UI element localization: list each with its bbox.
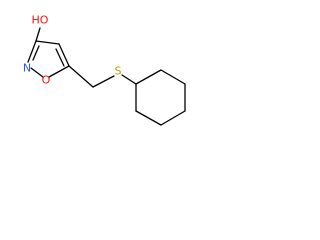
atom-ring-nitrogen: N (23, 62, 31, 75)
isoxazole-ring (27, 27, 70, 78)
hydroxyl-label: HO (32, 14, 49, 27)
bond-ch2-s (92, 75, 115, 88)
ring-nitrogen-label: N (23, 62, 31, 75)
bond-c5-ch2 (68, 65, 94, 88)
atom-hydroxyl: HO (32, 14, 49, 27)
bond-cy-1-2 (135, 69, 162, 85)
bond-c3-oh (35, 27, 41, 42)
bond-cy-2-3 (160, 69, 186, 85)
bond-c4-c5-inner (55, 48, 65, 67)
bond-cy-5-6 (135, 110, 162, 126)
molecule-structure: HO N O S (23, 14, 186, 126)
bond-s-c1 (121, 74, 137, 85)
bond-n2-c3-inner (32, 45, 40, 61)
atom-ring-oxygen: O (42, 74, 51, 87)
bond-c4-c5-double (58, 43, 70, 67)
atom-sulfur: S (115, 65, 122, 78)
ring-oxygen-label: O (42, 74, 51, 87)
bond-c5-o1 (48, 65, 70, 78)
bond-cy-4-5 (160, 110, 186, 126)
bond-n2-c3-double (27, 40, 37, 63)
bond-c3-c4 (35, 40, 60, 45)
sulfur-label: S (115, 65, 122, 78)
bond-o1-n2 (30, 67, 44, 78)
side-chain (68, 65, 137, 88)
cyclohexane-ring (135, 69, 186, 126)
